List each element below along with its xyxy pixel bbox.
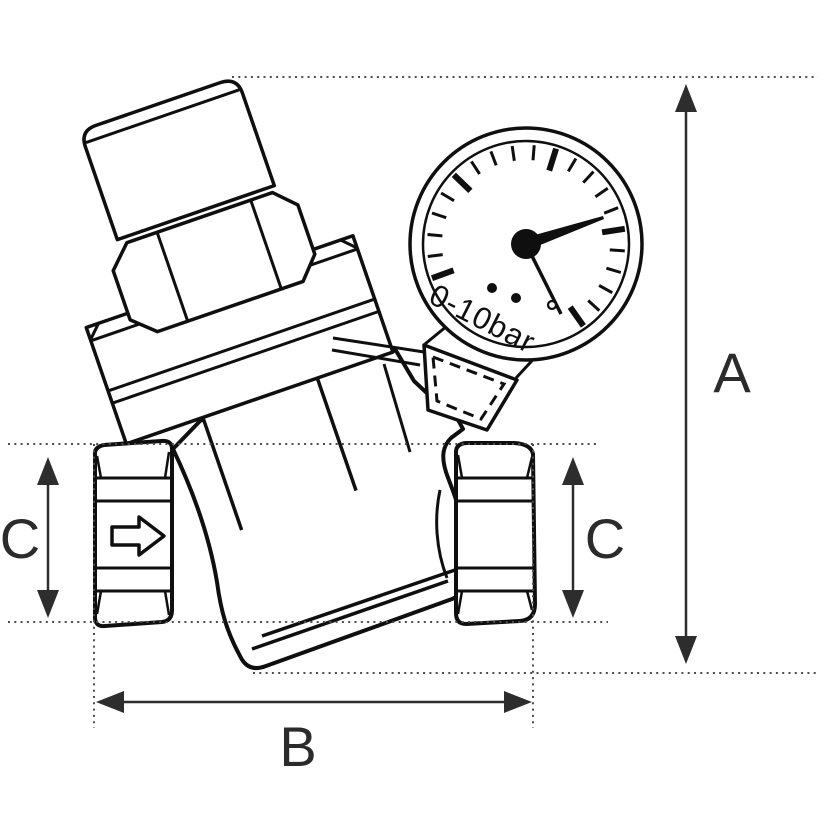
dim-c-left-label: C bbox=[0, 507, 40, 570]
dimension-b: B bbox=[96, 691, 532, 778]
housing-ridge-pair bbox=[107, 297, 380, 405]
gauge-stop-pin bbox=[546, 299, 558, 311]
dimension-a: A bbox=[675, 84, 751, 664]
dim-c-left-arrowhead-bottom bbox=[37, 590, 59, 618]
dim-c-right-label: C bbox=[585, 507, 625, 570]
gauge-minor-tick bbox=[594, 187, 609, 198]
gauge-minor-tick bbox=[609, 248, 625, 253]
dim-c-right-arrowhead-top bbox=[562, 457, 584, 485]
body-boss-seam bbox=[382, 363, 412, 453]
body-bottom-ridge-2 bbox=[261, 568, 456, 638]
gauge-dial-dot-2 bbox=[511, 293, 521, 303]
gauge-needle bbox=[524, 216, 604, 250]
dim-b-label: B bbox=[279, 715, 316, 778]
union-nuts bbox=[92, 438, 537, 629]
gauge-hub bbox=[511, 229, 541, 259]
gauge-minor-tick bbox=[427, 233, 443, 238]
pressure-gauge: 0-10bar bbox=[408, 126, 644, 362]
gauge-major-tick bbox=[567, 305, 586, 328]
gauge-dial-dot-1 bbox=[487, 283, 497, 293]
dim-a-arrowhead-bottom bbox=[675, 636, 697, 664]
gauge-port-group bbox=[331, 324, 543, 432]
reference-lines bbox=[8, 76, 818, 728]
right-nut-corner-bevels bbox=[456, 454, 534, 615]
gauge-major-tick bbox=[451, 172, 473, 193]
gauge-minor-tick bbox=[470, 160, 481, 175]
hex-facet-lines bbox=[156, 200, 283, 321]
square-fitting-dashed-inset bbox=[431, 354, 507, 421]
gauge-minor-tick bbox=[605, 266, 622, 274]
flow-direction-arrow-icon bbox=[110, 515, 166, 557]
dim-b-arrowhead-left bbox=[96, 691, 124, 713]
port-link-lines bbox=[331, 336, 425, 367]
gauge-minor-tick bbox=[427, 253, 443, 258]
dim-c-left-arrowhead-top bbox=[37, 457, 59, 485]
dimension-c-left: C bbox=[0, 457, 59, 618]
housing-skirt-edges bbox=[199, 371, 358, 531]
dim-c-right-arrowhead-bottom bbox=[562, 590, 584, 618]
dim-b-arrowhead-right bbox=[504, 691, 532, 713]
gauge-minor-tick bbox=[603, 206, 619, 215]
gauge-minor-tick bbox=[531, 145, 536, 161]
gauge-minor-tick bbox=[431, 211, 447, 220]
right-union-nut bbox=[454, 441, 537, 626]
gauge-minor-tick bbox=[567, 157, 578, 173]
right-nut-facet-lines bbox=[457, 476, 533, 593]
dimension-c-right: C bbox=[562, 457, 625, 618]
gauge-minor-tick bbox=[510, 145, 516, 162]
adjustment-cap bbox=[82, 79, 277, 242]
gauge-minor-tick bbox=[587, 299, 601, 312]
left-nut-corner-bevels bbox=[95, 451, 171, 616]
dim-a-label: A bbox=[713, 341, 751, 404]
gauge-tick-scale bbox=[427, 145, 626, 328]
body-neck-seam bbox=[435, 489, 449, 579]
gauge-minor-tick bbox=[582, 170, 595, 184]
body-bottom-ridge-1 bbox=[251, 579, 449, 651]
gauge-minor-tick bbox=[440, 191, 455, 202]
gauge-major-tick bbox=[601, 225, 626, 236]
hex-nut bbox=[111, 190, 317, 334]
gauge-major-tick bbox=[546, 147, 559, 172]
dim-a-arrowhead-top bbox=[675, 84, 697, 112]
gauge-major-tick bbox=[430, 267, 455, 282]
housing-tip-bevels bbox=[89, 238, 358, 341]
cap-inner-line bbox=[85, 88, 240, 144]
gauge-minor-tick bbox=[489, 150, 498, 166]
gauge-minor-tick bbox=[598, 284, 613, 295]
spring-housing-group bbox=[82, 79, 395, 531]
left-nut-facet-lines bbox=[96, 476, 171, 593]
square-fitting bbox=[422, 343, 519, 432]
